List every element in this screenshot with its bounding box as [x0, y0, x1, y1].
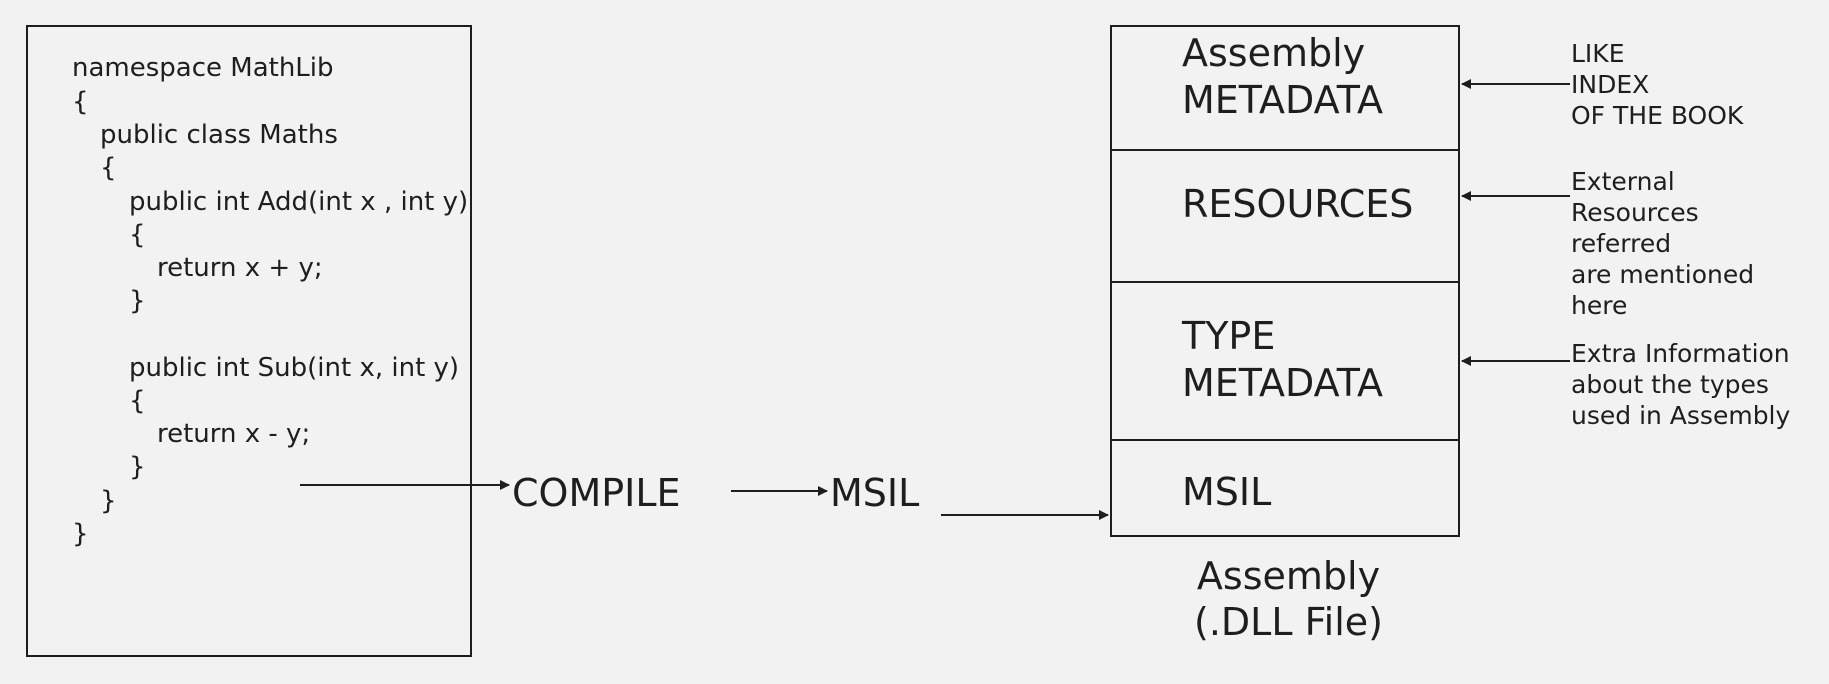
note-line: External: [1571, 167, 1675, 196]
note-line: INDEX: [1571, 70, 1650, 99]
code-line: }: [129, 452, 146, 482]
note-line: Resources: [1571, 198, 1699, 227]
note-types: Extra Information about the types used i…: [1571, 338, 1790, 431]
msil-label: MSIL: [830, 471, 920, 515]
code-line: {: [129, 386, 146, 416]
caption-line: (.DLL File): [1194, 600, 1383, 644]
section-divider: [1112, 439, 1458, 441]
note-index: LIKE INDEX OF THE BOOK: [1571, 38, 1743, 131]
section-subtitle: METADATA: [1182, 78, 1383, 122]
assembly-metadata-section: Assembly METADATA: [1182, 30, 1383, 124]
note-line: Extra Information: [1571, 339, 1790, 368]
code-line: return x - y;: [157, 419, 311, 449]
code-line: public int Sub(int x, int y): [129, 353, 460, 383]
code-line: }: [100, 486, 117, 516]
source-code-box: [26, 25, 472, 657]
note-line: referred: [1571, 229, 1672, 258]
note-line: OF THE BOOK: [1571, 101, 1744, 130]
section-divider: [1112, 149, 1458, 151]
compile-label: COMPILE: [512, 471, 681, 515]
note-line: used in Assembly: [1571, 401, 1791, 430]
assembly-box: Assembly METADATA RESOURCES TYPE METADAT…: [1110, 25, 1460, 537]
code-line: public int Add(int x , int y): [129, 187, 469, 217]
code-line: {: [72, 87, 89, 117]
code-line: namespace MathLib: [72, 53, 334, 83]
code-line: public class Maths: [100, 120, 338, 150]
note-line: LIKE: [1571, 39, 1625, 68]
assembly-caption: Assembly (.DLL File): [1194, 553, 1383, 645]
note-line: about the types: [1571, 370, 1769, 399]
section-subtitle: METADATA: [1182, 361, 1383, 405]
code-line: {: [100, 153, 117, 183]
code-line: {: [129, 220, 146, 250]
section-title: Assembly: [1182, 31, 1366, 75]
code-line: return x + y;: [157, 253, 323, 283]
caption-line: Assembly: [1196, 554, 1381, 598]
code-line: }: [129, 286, 146, 316]
note-line: here: [1571, 291, 1628, 320]
section-title: RESOURCES: [1182, 182, 1414, 226]
note-resources: External Resources referred are mentione…: [1571, 166, 1754, 321]
note-line: are mentioned: [1571, 260, 1755, 289]
type-metadata-section: TYPE METADATA: [1182, 313, 1383, 407]
section-title: TYPE: [1182, 314, 1276, 358]
section-divider: [1112, 281, 1458, 283]
resources-section: RESOURCES: [1182, 181, 1413, 228]
section-title: MSIL: [1182, 470, 1272, 514]
msil-section: MSIL: [1182, 469, 1271, 516]
code-line: }: [72, 519, 89, 549]
